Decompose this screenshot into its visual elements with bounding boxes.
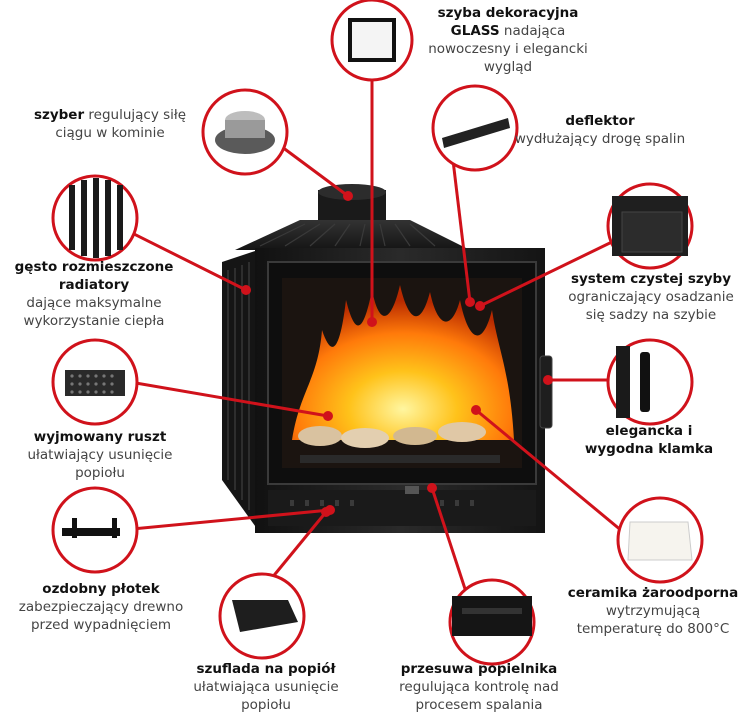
flames — [292, 285, 514, 440]
label-ash-drawer-line1: ułatwiająca usunięcie — [193, 679, 339, 695]
label-ash-slider: przesuwa popielnika regulująca kontrolę … — [384, 660, 574, 714]
label-deflector-title: deflektor — [565, 113, 635, 129]
clean-glass-icon — [606, 182, 694, 270]
label-ash-drawer: szuflada na popiół ułatwiająca usunięcie… — [176, 660, 356, 714]
leader-dots — [241, 191, 553, 517]
label-grate: wyjmowany ruszt ułatwiający usunięcie po… — [10, 428, 190, 482]
radiator-fins-icon — [51, 174, 139, 262]
label-radiators-line1: dające maksymalne — [26, 295, 162, 311]
ash-slider-icon — [448, 578, 536, 666]
label-glass-title: szyba dekoracyjna — [437, 5, 579, 21]
label-handle-title: elegancka i wygodna klamka — [584, 423, 714, 457]
label-deflector: deflektor wydłużający drogę spalin — [510, 112, 690, 148]
label-clean-glass-title: system czystej szyby — [570, 271, 732, 287]
label-ceramic: ceramika żaroodporna wytrzymującą temper… — [558, 584, 748, 638]
log-fence — [300, 455, 500, 463]
label-glass-line3: wygląd — [483, 59, 533, 75]
label-clean-glass: system czystej szyby ograniczający osadz… — [556, 270, 746, 324]
ceramic-panel-icon — [616, 496, 704, 584]
label-glass-line2: nowoczesny i elegancki — [428, 41, 588, 57]
label-ash-drawer-line2: popiołu — [241, 697, 291, 713]
label-radiators-line2: wykorzystanie ciepła — [23, 313, 165, 329]
leader-lines — [121, 78, 629, 599]
label-grate-line1: ułatwiający usunięcie — [27, 447, 173, 463]
label-damper-line2: ciągu w kominie — [55, 125, 165, 141]
label-fence-title: ozdobny płotek — [42, 581, 160, 597]
door-handle — [539, 355, 553, 429]
label-glass: szyba dekoracyjna GLASS nadająca nowocze… — [418, 4, 598, 76]
label-ash-slider-line1: regulująca kontrolę nad — [399, 679, 559, 695]
deflector-icon — [431, 84, 519, 172]
door-handle-icon — [606, 338, 694, 426]
label-ash-slider-line2: procesem spalania — [415, 697, 543, 713]
damper-icon — [201, 88, 289, 176]
fireplace — [222, 184, 553, 533]
log-fence-icon — [51, 486, 139, 574]
label-ceramic-title: ceramika żaroodporna — [567, 585, 739, 601]
label-fence-line2: przed wypadnięciem — [30, 617, 172, 633]
label-damper-line1: regulujący siłę — [88, 107, 187, 123]
label-ceramic-line2: temperaturę do 800°C — [576, 621, 730, 637]
label-ceramic-line1: wytrzymującą — [605, 603, 701, 619]
label-radiators: gęsto rozmieszczone radiatory dające mak… — [4, 258, 184, 330]
ash-drawer-icon — [218, 572, 306, 660]
label-ash-slider-title: przesuwa popielnika — [400, 661, 558, 677]
label-grate-title: wyjmowany ruszt — [33, 429, 167, 445]
label-deflector-line1: wydłużający drogę spalin — [514, 131, 686, 147]
label-damper: szyber regulujący siłę ciągu w kominie — [20, 106, 200, 142]
ash-area — [268, 490, 536, 526]
label-damper-title: szyber — [33, 107, 85, 123]
label-fence: ozdobny płotek zabezpieczający drewno pr… — [8, 580, 194, 634]
glass-pane-icon — [330, 0, 414, 82]
label-grate-line2: popiołu — [75, 465, 125, 481]
label-clean-glass-line2: się sadzy na szybie — [585, 307, 717, 323]
label-fence-line1: zabezpieczający drewno — [18, 599, 184, 615]
label-handle: elegancka i wygodna klamka — [574, 422, 724, 458]
logs — [298, 422, 486, 448]
top-cover — [235, 220, 470, 250]
label-radiators-title: gęsto rozmieszczone radiatory — [14, 259, 174, 293]
ash-slider-knob — [405, 486, 419, 494]
label-ash-drawer-title: szuflada na popiół — [196, 661, 336, 677]
label-clean-glass-line1: ograniczający osadzanie — [568, 289, 734, 305]
grate-icon — [51, 338, 139, 426]
label-glass-line1: GLASS nadająca — [450, 23, 566, 39]
